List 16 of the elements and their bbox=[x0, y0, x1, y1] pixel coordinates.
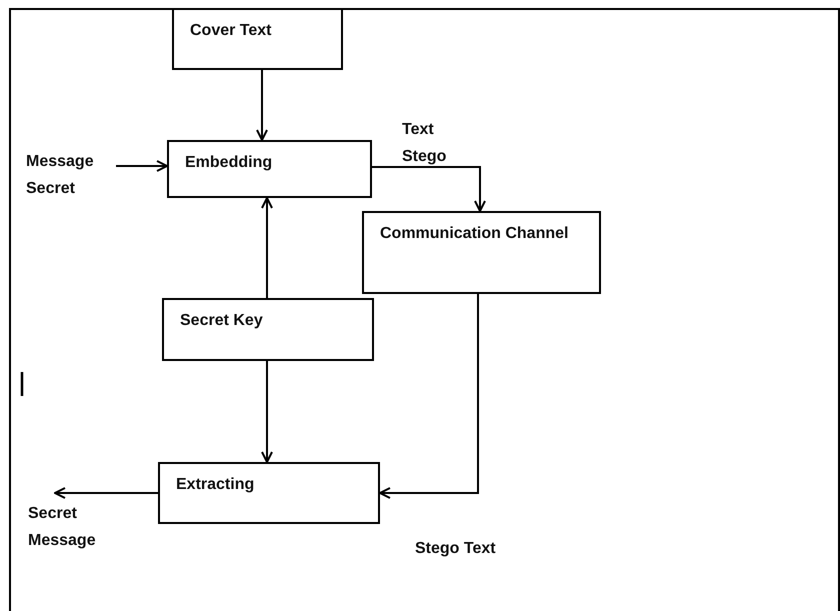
arrow bbox=[372, 166, 486, 212]
arrow bbox=[261, 361, 273, 463]
text-label: Secret Message bbox=[28, 500, 118, 556]
arrow bbox=[379, 294, 479, 499]
arrow bbox=[256, 70, 268, 141]
process-box: Secret Key bbox=[162, 298, 374, 361]
text-label: Text Stego bbox=[402, 120, 448, 167]
process-box: Extracting bbox=[158, 462, 380, 524]
arrow bbox=[261, 197, 273, 298]
arrow bbox=[116, 160, 168, 172]
process-box: Communication Channel bbox=[362, 211, 601, 294]
arrow bbox=[54, 487, 158, 499]
text-label: Message Secret bbox=[26, 148, 116, 204]
process-box: Embedding bbox=[167, 140, 372, 198]
process-box: Cover Text bbox=[172, 8, 343, 70]
text-label: Stego Text bbox=[415, 539, 497, 559]
